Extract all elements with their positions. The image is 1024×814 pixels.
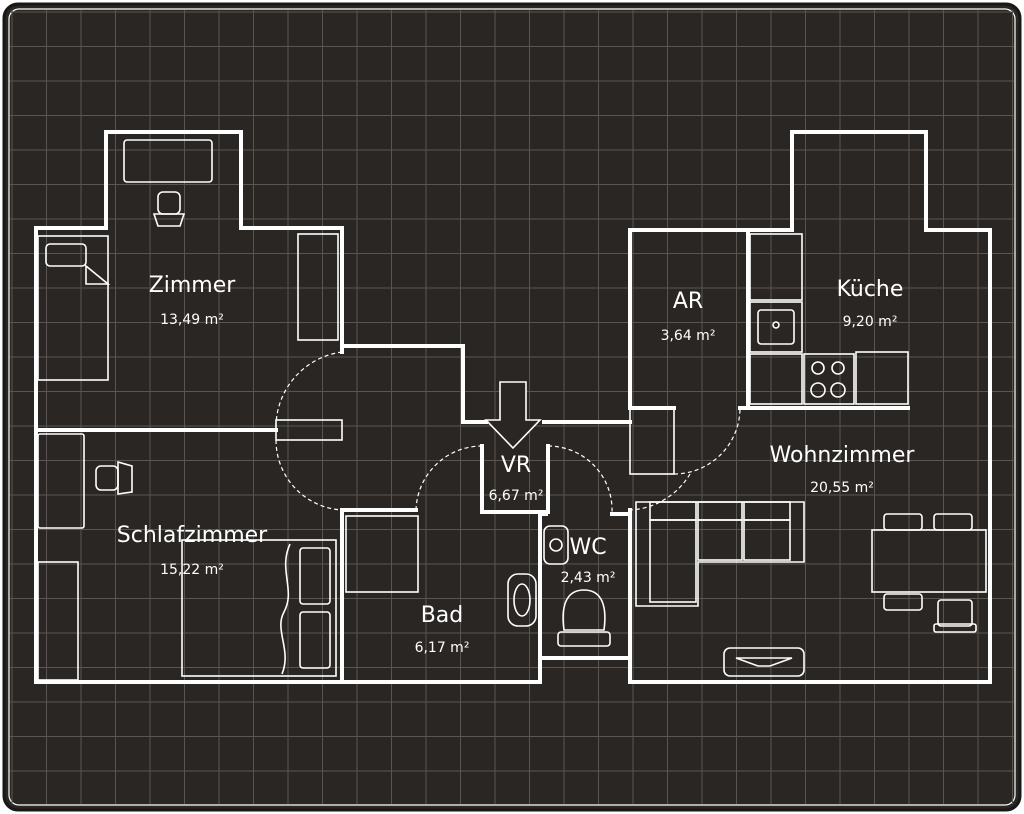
- room-area-schlafzimmer: 15,22 m²: [160, 562, 224, 578]
- room-area-zimmer: 13,49 m²: [160, 312, 224, 328]
- room-area-vr: 6,67 m²: [489, 488, 544, 504]
- room-area-kueche: 9,20 m²: [843, 314, 898, 330]
- door-stop-zimmer: [275, 419, 343, 441]
- kitchen-sink-icon: [749, 301, 803, 353]
- plan-inner-border: [8, 8, 1016, 806]
- furniture-wc: [543, 525, 611, 647]
- kitchen-cabinet: [749, 233, 803, 301]
- bathtub-icon: [345, 515, 419, 593]
- office-chair-icon: [152, 191, 186, 227]
- dining-table-icon: [871, 513, 987, 633]
- room-name-schlafzimmer: Schlafzimmer: [117, 523, 268, 548]
- sink-icon: [507, 573, 537, 627]
- tv-stand-icon: [723, 647, 805, 677]
- door-swing-wc: [547, 445, 613, 513]
- wall-kueche-north: [746, 130, 992, 684]
- office-chair-icon: [95, 460, 133, 495]
- furniture-bad: [345, 515, 537, 627]
- furniture-wohnzimmer: [635, 501, 987, 677]
- room-name-kueche: Küche: [837, 277, 904, 302]
- sofa-icon: [635, 501, 805, 607]
- furniture-kueche: [749, 233, 909, 405]
- room-labels: Zimmer 13,49 m² Schlafzimmer 15,22 m² VR…: [117, 273, 916, 656]
- room-name-bad: Bad: [421, 603, 464, 628]
- room-name-wohnzimmer: Wohnzimmer: [770, 443, 916, 468]
- double-bed-icon: [181, 539, 337, 677]
- room-area-wohnzimmer: 20,55 m²: [810, 480, 874, 496]
- room-name-vr: VR: [501, 453, 531, 478]
- door-swing-zimmer: [275, 351, 343, 431]
- kitchen-cabinet: [749, 353, 803, 405]
- room-name-wc: WC: [569, 535, 606, 560]
- room-area-wc: 2,43 m²: [561, 570, 616, 586]
- door-swings: [275, 351, 741, 513]
- wardrobe-icon: [37, 561, 79, 681]
- wall-zimmer: [104, 130, 344, 354]
- toilet-icon: [557, 589, 611, 647]
- stove-icon: [803, 353, 855, 405]
- entrance-arrow-icon: [484, 381, 542, 450]
- wall-vr-box: [480, 444, 550, 514]
- wall-corridor-north: [340, 344, 488, 424]
- desk-icon: [37, 433, 85, 529]
- wardrobe-icon: [297, 233, 339, 341]
- room-area-ar: 3,64 m²: [661, 328, 716, 344]
- room-name-zimmer: Zimmer: [149, 273, 237, 298]
- door-swing-bad: [415, 445, 483, 511]
- desk-icon: [123, 139, 213, 183]
- furniture-schlafzimmer: [37, 433, 337, 681]
- room-area-bad: 6,17 m²: [415, 640, 470, 656]
- door-swing-ar: [673, 407, 741, 475]
- kitchen-cabinet: [855, 351, 909, 405]
- bed-icon: [37, 235, 111, 381]
- sink-icon: [543, 525, 569, 565]
- walls: [34, 130, 992, 684]
- door-swing-wohnzimmer: [629, 473, 691, 511]
- furniture-zimmer: [37, 139, 339, 381]
- door-swing-schlafzimmer: [275, 439, 343, 511]
- room-name-ar: AR: [673, 289, 703, 314]
